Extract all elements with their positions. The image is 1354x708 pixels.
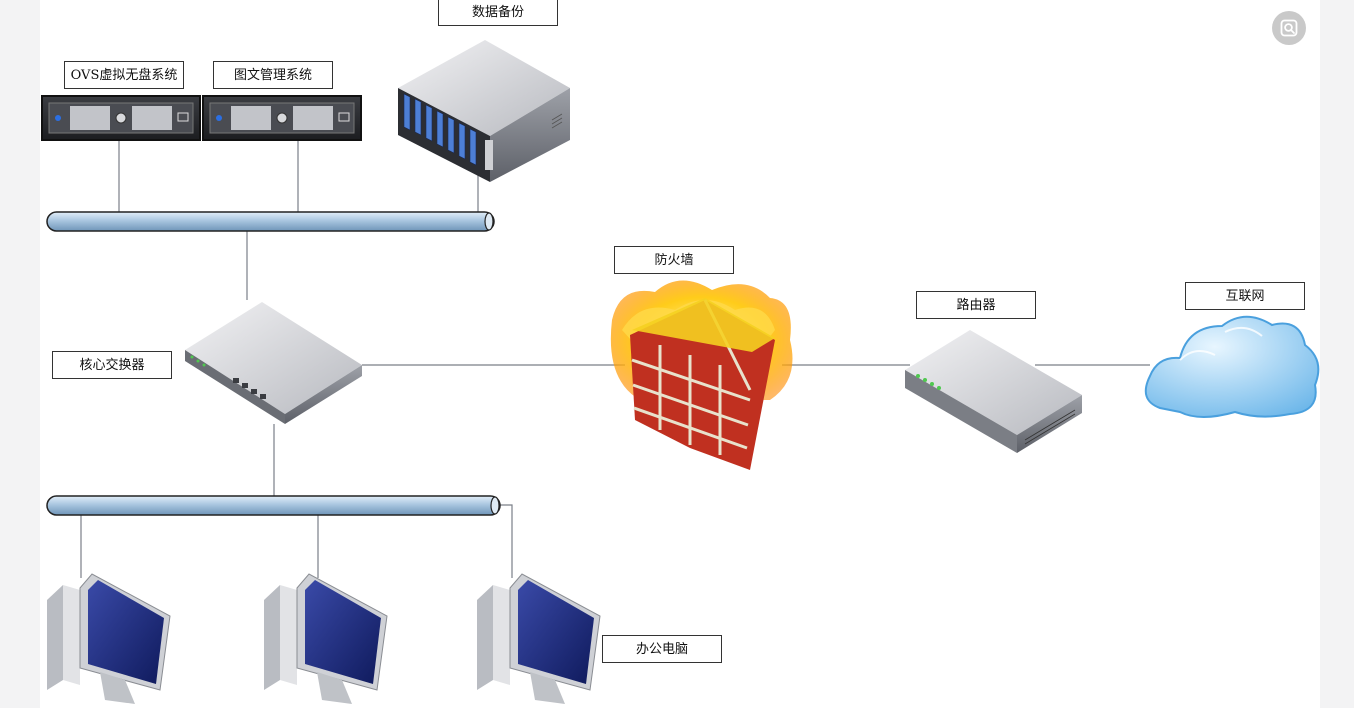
office-pc-icon: [264, 573, 388, 704]
router-label: 路由器: [916, 291, 1036, 319]
internet-cloud-icon: [1144, 315, 1320, 418]
lower-bus: [46, 495, 501, 516]
internet-label: 互联网: [1185, 282, 1305, 310]
office-pc-icon: [477, 573, 601, 704]
firewall-icon: [610, 280, 793, 470]
image-mgmt-label: 图文管理系统: [213, 61, 333, 89]
visual-search-icon: [1280, 19, 1298, 37]
backup-label: 数据备份: [438, 0, 558, 26]
storage-server-icon: [398, 40, 570, 182]
link-bus-pc3: [500, 504, 513, 578]
ovs-label: OVS虚拟无盘系统: [64, 61, 184, 89]
router-icon: [905, 330, 1082, 453]
connection-lines: [80, 140, 1150, 578]
ovs-server-icon: [41, 95, 201, 141]
core-switch-icon: [185, 302, 362, 424]
visual-search-button[interactable]: [1272, 11, 1306, 45]
office-pc-icon: [47, 573, 171, 704]
image-server-icon: [202, 95, 362, 141]
office-pc-label: 办公电脑: [602, 635, 722, 663]
core-switch-label: 核心交换器: [52, 351, 172, 379]
firewall-label: 防火墙: [614, 246, 734, 274]
upper-bus: [46, 211, 495, 232]
